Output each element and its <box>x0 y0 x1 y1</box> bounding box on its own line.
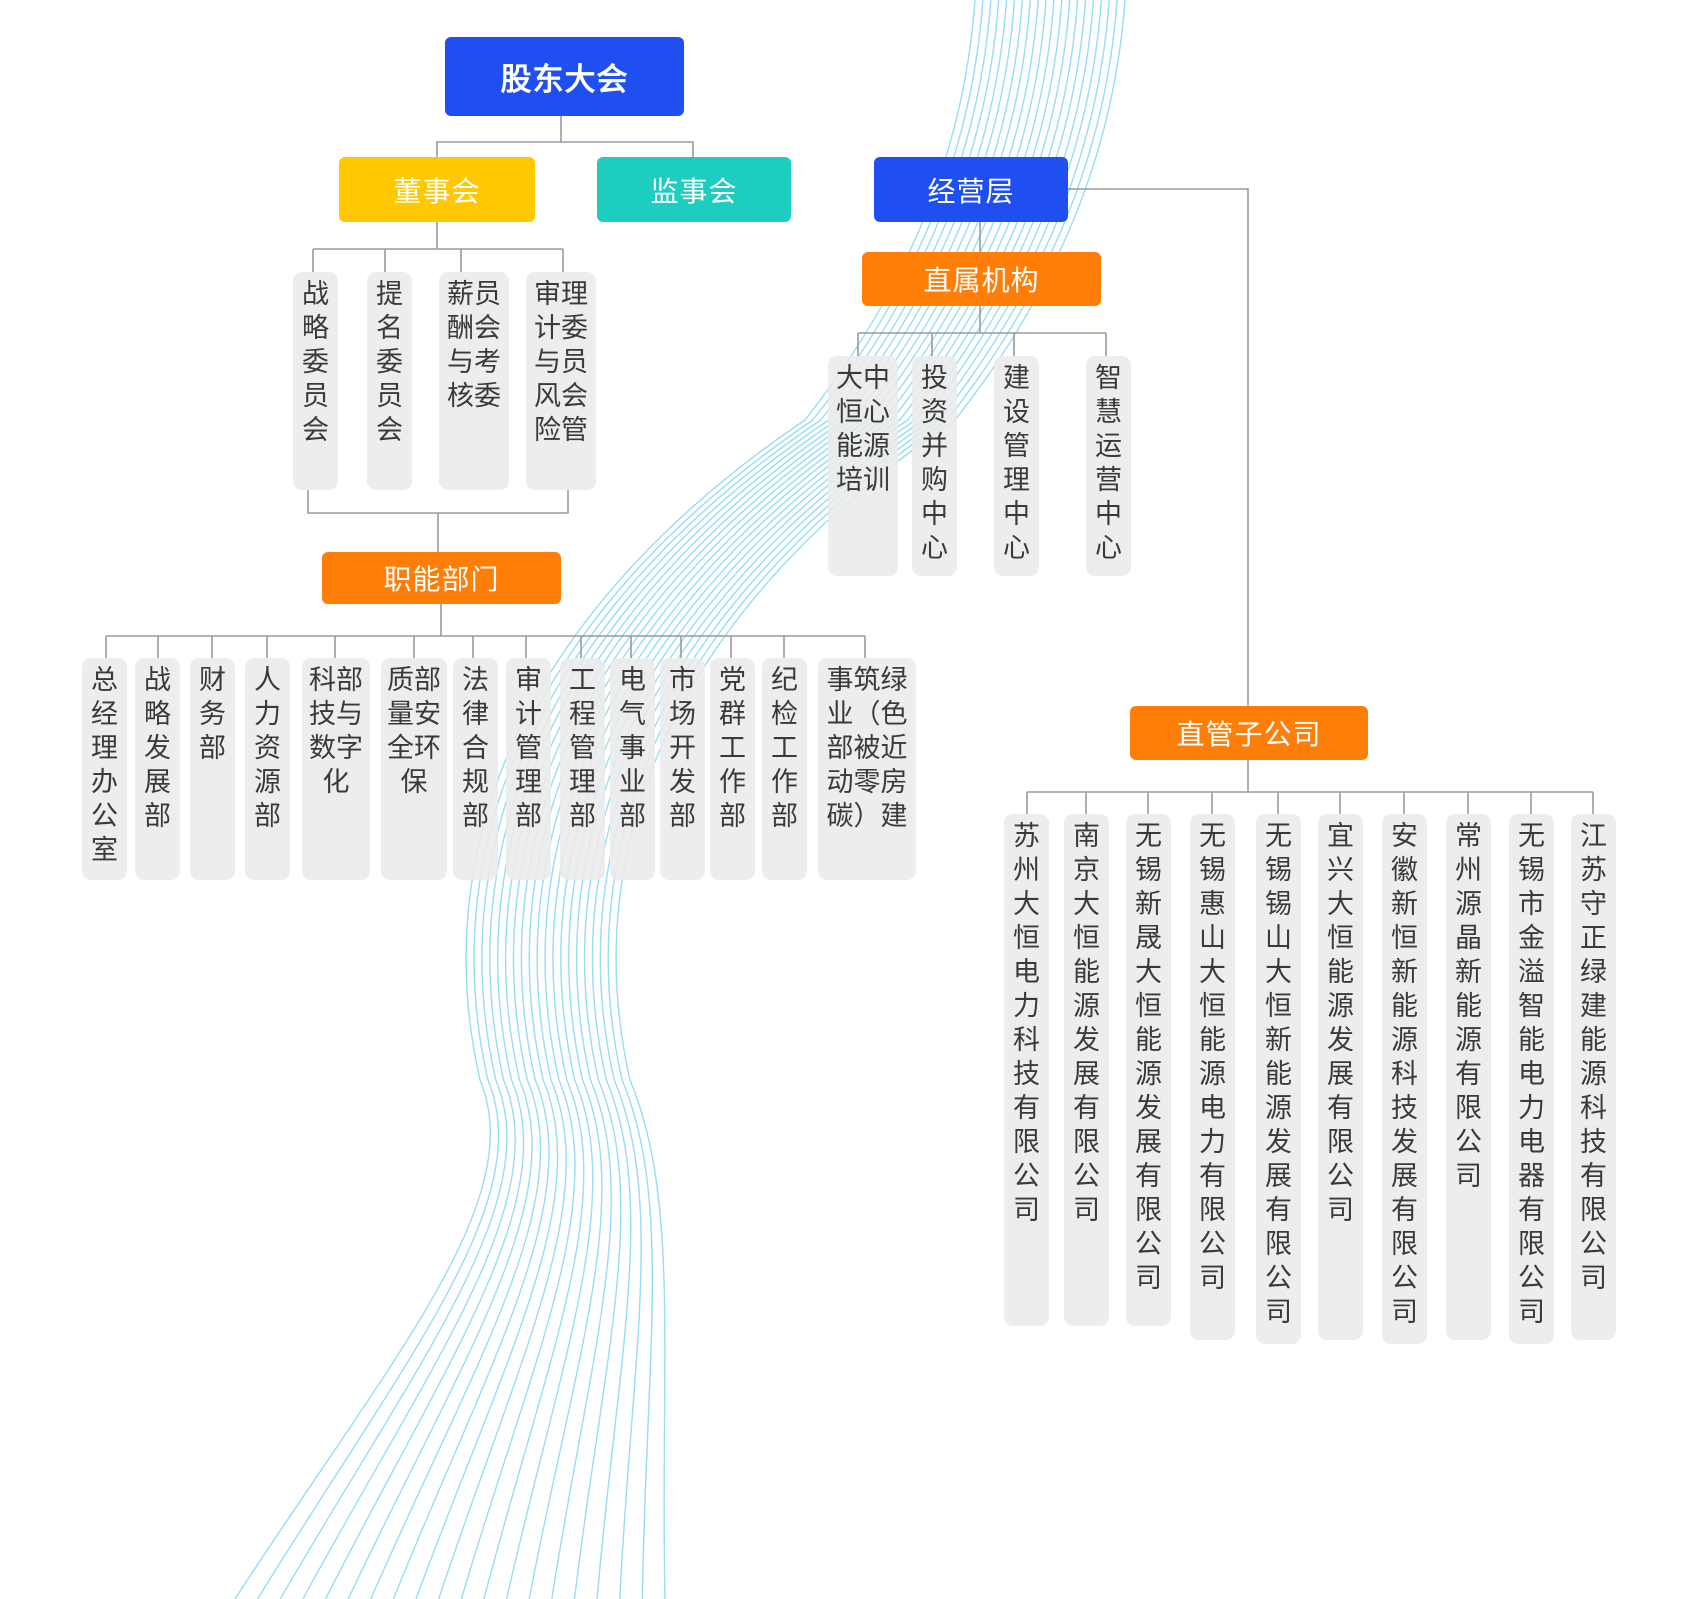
shareholders-meeting-box: 股东大会 <box>445 37 684 116</box>
department-box: 科部技与数字化 <box>302 658 370 880</box>
subsidiary-label: 宜兴大恒能源发展有限公司 <box>1327 821 1354 1226</box>
subsidiary-label: 安徽新恒新能源科技发展有限公司 <box>1391 821 1418 1328</box>
subsidiary-label: 江苏守正绿建能源科技有限公司 <box>1580 821 1607 1294</box>
board-of-supervisors-box: 监事会 <box>597 157 791 222</box>
subsidiary-box: 无锡市金溢智能电力电器有限公司 <box>1509 814 1554 1344</box>
subsidiary-box: 无锡新晟大恒能源发展有限公司 <box>1126 814 1171 1326</box>
functional-departments-label: 职能部门 <box>383 563 500 596</box>
department-label: 电气事业部 <box>619 665 646 832</box>
subsidiary-box: 无锡锡山大恒新能源发展有限公司 <box>1256 814 1301 1344</box>
committee-box: 薪员酬会与考核委 <box>439 272 509 490</box>
department-box: 纪检工作部 <box>762 658 807 880</box>
wave-line <box>392 0 1031 1599</box>
department-label: 总经理办公室 <box>91 665 118 866</box>
subsidiary-label: 常州源晶新能源有限公司 <box>1455 821 1482 1192</box>
subsidiary-label: 无锡锡山大恒新能源发展有限公司 <box>1265 821 1292 1328</box>
subsidiaries-box: 直管子公司 <box>1130 706 1368 760</box>
direct-institutions-label: 直属机构 <box>923 264 1040 297</box>
institution-box: 智慧运营中心 <box>1086 356 1131 576</box>
committee-box: 审理计委与员风会险管 <box>526 272 596 490</box>
functional-departments-box: 职能部门 <box>322 552 561 604</box>
institution-label: 建设管理中心 <box>1003 363 1030 564</box>
department-label: 财务部 <box>199 665 226 764</box>
direct-institutions-box: 直属机构 <box>862 252 1101 306</box>
subsidiaries-label: 直管子公司 <box>1176 718 1322 751</box>
subsidiary-box: 常州源晶新能源有限公司 <box>1446 814 1491 1340</box>
department-box: 电气事业部 <box>610 658 655 880</box>
committee-label: 战略委员会 <box>302 279 329 446</box>
shareholders-meeting-label: 股东大会 <box>500 62 629 98</box>
board-of-directors-label: 董事会 <box>393 174 481 208</box>
department-box: 人力资源部 <box>245 658 290 880</box>
subsidiary-box: 南京大恒能源发展有限公司 <box>1064 814 1109 1326</box>
board-of-directors-box: 董事会 <box>339 157 535 222</box>
institution-box: 投资并购中心 <box>912 356 957 576</box>
subsidiary-box: 苏州大恒电力科技有限公司 <box>1004 814 1049 1326</box>
wave-line <box>528 0 1079 1599</box>
department-box: 市场开发部 <box>660 658 705 880</box>
department-label: 战略发展部 <box>144 665 171 832</box>
subsidiary-label: 南京大恒能源发展有限公司 <box>1073 821 1100 1226</box>
committee-label: 薪员酬会与考核委 <box>447 279 501 412</box>
department-label: 党群工作部 <box>719 665 746 832</box>
department-box: 党群工作部 <box>710 658 755 880</box>
institution-label: 大中恒心能源培训 <box>836 363 890 496</box>
subsidiary-box: 宜兴大恒能源发展有限公司 <box>1318 814 1363 1340</box>
subsidiary-label: 苏州大恒电力科技有限公司 <box>1013 821 1040 1226</box>
department-label: 质部量安全环保 <box>387 665 441 798</box>
department-label: 法律合规部 <box>462 665 489 832</box>
institution-label: 投资并购中心 <box>921 363 948 564</box>
subsidiary-box: 安徽新恒新能源科技发展有限公司 <box>1382 814 1427 1344</box>
institution-label: 智慧运营中心 <box>1095 363 1122 564</box>
subsidiary-box: 江苏守正绿建能源科技有限公司 <box>1571 814 1616 1340</box>
subsidiary-label: 无锡新晟大恒能源发展有限公司 <box>1135 821 1162 1294</box>
subsidiary-label: 无锡惠山大恒能源电力有限公司 <box>1199 821 1226 1294</box>
department-label: 事筑绿业（色部被近动零房碳）建 <box>826 665 908 832</box>
institution-box: 建设管理中心 <box>994 356 1039 576</box>
department-label: 市场开发部 <box>669 665 696 832</box>
department-label: 纪检工作部 <box>771 665 798 832</box>
subsidiary-label: 无锡市金溢智能电力电器有限公司 <box>1518 821 1545 1328</box>
management-label: 经营层 <box>927 174 1015 208</box>
department-box: 总经理办公室 <box>82 658 127 880</box>
committee-box: 战略委员会 <box>293 272 338 490</box>
department-box: 审计管理部 <box>506 658 551 880</box>
board-of-supervisors-label: 监事会 <box>650 174 738 208</box>
department-label: 工程管理部 <box>569 665 596 832</box>
department-box: 法律合规部 <box>453 658 498 880</box>
department-box: 财务部 <box>190 658 235 880</box>
management-box: 经营层 <box>874 157 1068 222</box>
subsidiary-box: 无锡惠山大恒能源电力有限公司 <box>1190 814 1235 1340</box>
committee-box: 提名委员会 <box>367 272 412 490</box>
department-box: 事筑绿业（色部被近动零房碳）建 <box>818 658 916 880</box>
institution-box: 大中恒心能源培训 <box>828 356 898 576</box>
department-label: 人力资源部 <box>254 665 281 832</box>
department-box: 工程管理部 <box>560 658 605 880</box>
department-box: 战略发展部 <box>135 658 180 880</box>
department-label: 审计管理部 <box>515 665 542 832</box>
committee-label: 审理计委与员风会险管 <box>534 279 588 446</box>
committee-label: 提名委员会 <box>376 279 403 446</box>
department-label: 科部技与数字化 <box>309 665 363 798</box>
department-box: 质部量安全环保 <box>381 658 447 880</box>
